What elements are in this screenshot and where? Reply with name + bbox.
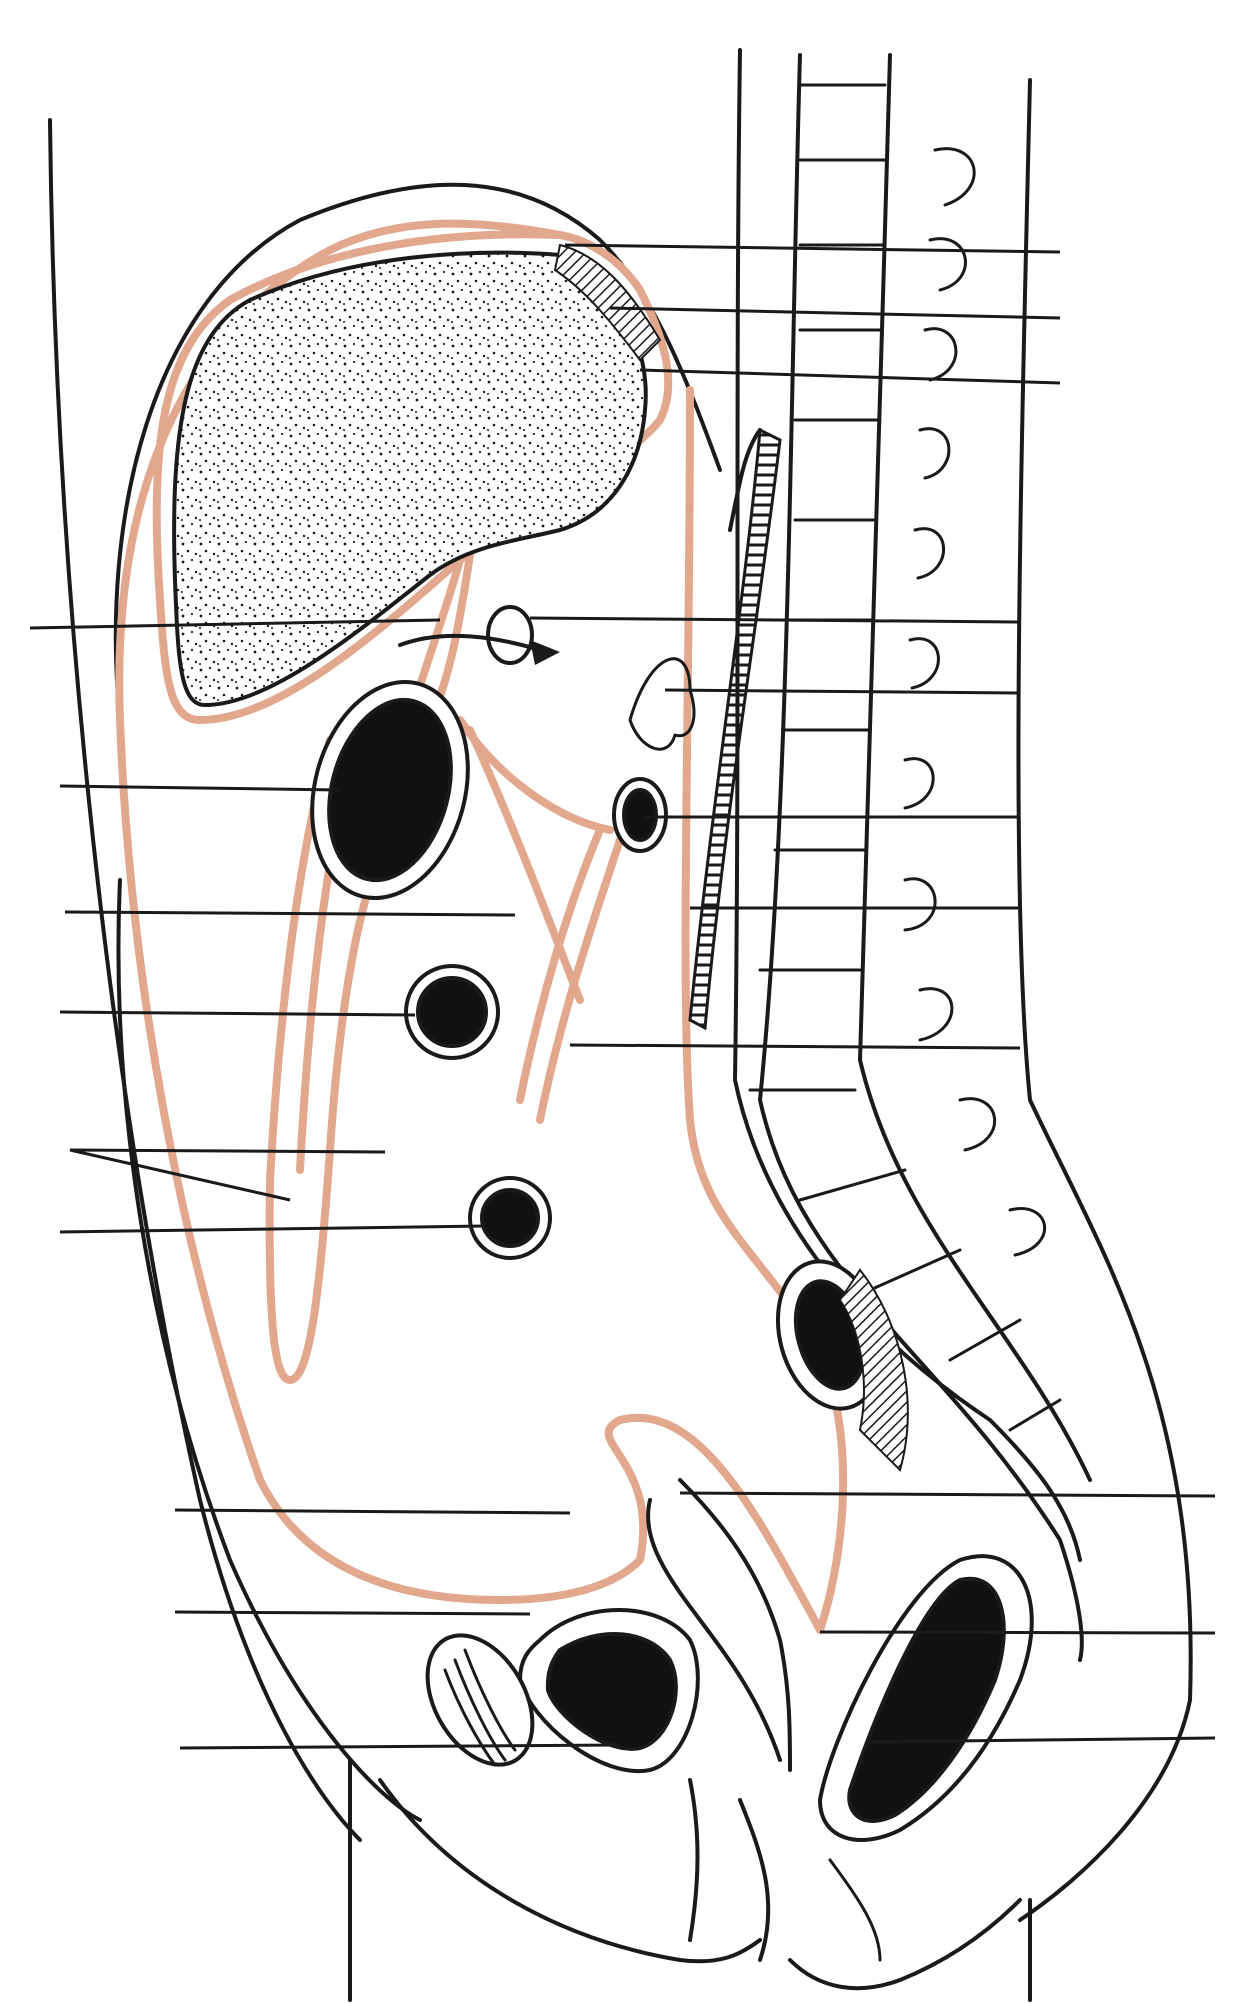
vertebral-column bbox=[733, 48, 1193, 1922]
small-intestine-lumen bbox=[480, 1188, 540, 1248]
small-bowel-mesentery bbox=[516, 826, 624, 1124]
transverse-colon-lumen bbox=[416, 976, 488, 1048]
stomach-lumen bbox=[327, 697, 453, 883]
foramen-arrow-head bbox=[530, 640, 560, 665]
anterior-wall-inner bbox=[116, 878, 422, 1822]
vertebral-bodies-front bbox=[733, 48, 1082, 1562]
uterus bbox=[646, 1498, 782, 1762]
foramen-arrow bbox=[398, 633, 542, 652]
leader-line bbox=[179, 1743, 621, 1750]
leader-line bbox=[29, 618, 441, 630]
leader-line bbox=[639, 368, 1061, 385]
bare-area-of-liver bbox=[553, 243, 662, 362]
leader-line bbox=[564, 243, 1061, 254]
epiploic-foramen bbox=[486, 605, 534, 665]
leader-line bbox=[59, 1224, 486, 1234]
pancreas bbox=[628, 657, 696, 751]
leader-line bbox=[569, 1043, 1021, 1050]
perineum-outline bbox=[378, 1778, 1022, 1991]
spinous-processes bbox=[903, 147, 1046, 1257]
label-leader-lines bbox=[29, 243, 1216, 1750]
anal-canal bbox=[828, 1858, 882, 1962]
leader-line bbox=[69, 1148, 386, 1154]
leader-line bbox=[819, 1630, 1216, 1635]
uterus-posterior bbox=[678, 1478, 792, 1772]
leader-line bbox=[664, 688, 1021, 695]
transverse-mesocolon bbox=[456, 716, 614, 1004]
leader-line bbox=[69, 1148, 291, 1202]
bladder-lumen bbox=[545, 1632, 678, 1751]
aorta-upper-wall bbox=[728, 428, 762, 532]
leader-line bbox=[869, 1736, 1216, 1744]
vertebral-body-divisions bbox=[748, 83, 1062, 1432]
anterior-abdominal-wall bbox=[48, 118, 362, 1842]
visceral-peritoneum-liver bbox=[152, 230, 673, 724]
liver bbox=[172, 250, 648, 708]
leader-line bbox=[174, 1610, 531, 1616]
duodenum-lumen bbox=[622, 788, 658, 842]
leader-line bbox=[679, 1491, 1216, 1498]
leader-line bbox=[529, 616, 1021, 624]
leader-line bbox=[59, 784, 341, 792]
leader-line bbox=[59, 1010, 416, 1017]
spinal-canal-back bbox=[858, 53, 1092, 1482]
leader-line bbox=[64, 910, 516, 917]
leader-line bbox=[609, 306, 1061, 320]
vaginal-canal bbox=[688, 1778, 771, 1962]
rectum-lumen bbox=[847, 1576, 1006, 1823]
pubic-symphysis-striations bbox=[443, 1648, 517, 1767]
abdominal-aorta bbox=[688, 427, 782, 1031]
posterior-back-wall bbox=[1016, 78, 1193, 1922]
sigmoid-colon-body bbox=[838, 1268, 909, 1472]
leader-line bbox=[174, 1508, 571, 1515]
spinal-canal-front bbox=[758, 53, 1084, 1662]
parietal-peritoneum bbox=[115, 219, 848, 1634]
pubic-symphysis bbox=[425, 1633, 535, 1767]
